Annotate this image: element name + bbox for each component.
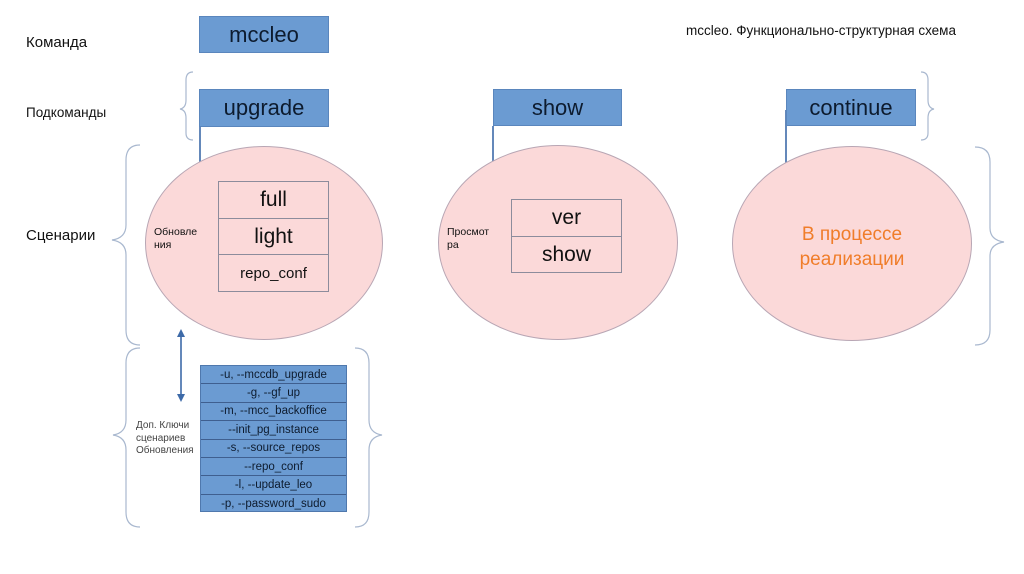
row-label-scenarios: Сценарии: [26, 227, 96, 244]
key-item[interactable]: --init_pg_instance: [201, 421, 346, 440]
group-label-line: Просмот: [447, 226, 490, 238]
key-item[interactable]: -g, --gf_up: [201, 384, 346, 403]
scenario-item-light[interactable]: light: [219, 219, 328, 255]
scenario-table-upgrade: full light repo_conf: [218, 181, 329, 292]
status-line: В процессе: [801, 224, 903, 245]
key-item[interactable]: -u, --mccdb_upgrade: [201, 366, 346, 385]
key-item[interactable]: -m, --mcc_backoffice: [201, 403, 346, 422]
scenario-item-full[interactable]: full: [219, 182, 328, 219]
scenario-group-label-show: Просмот ра: [447, 226, 489, 252]
extra-keys-label-line: сценариев: [136, 432, 186, 444]
group-label-line: ра: [447, 239, 459, 251]
scenario-ellipse-continue: [732, 146, 972, 341]
command-box-mccleo[interactable]: mccleo: [199, 16, 329, 53]
extra-keys-label-line: Обновления: [136, 445, 194, 456]
extra-keys-label-line: Доп. Ключи: [136, 420, 190, 431]
group-label-line: ния: [154, 239, 172, 251]
group-label-line: Обновле: [154, 226, 198, 238]
scenario-ellipse-show: [438, 145, 678, 340]
subcommand-box-continue[interactable]: continue: [786, 89, 916, 126]
subcommand-box-show[interactable]: show: [493, 89, 622, 126]
key-item[interactable]: -l, --update_leo: [201, 476, 346, 495]
bracket-subcommands-left: [179, 71, 194, 141]
key-item[interactable]: -s, --source_repos: [201, 440, 346, 458]
scenario-item-ver[interactable]: ver: [512, 200, 621, 237]
diagram-title: mccleo. Функционально-структурная схема: [686, 23, 956, 38]
subcommand-box-upgrade[interactable]: upgrade: [199, 89, 329, 127]
row-label-command: Команда: [26, 34, 88, 51]
row-label-subcommands: Подкоманды: [26, 105, 107, 120]
scenario-ellipse-upgrade: [145, 146, 383, 340]
extra-keys-table: -u, --mccdb_upgrade -g, --gf_up -m, --mc…: [200, 365, 347, 512]
scenario-item-repo-conf[interactable]: repo_conf: [240, 264, 307, 282]
bracket-scenarios-left: [111, 144, 141, 346]
bracket-keys-right: [354, 347, 383, 528]
scenario-group-label-upgrade: Обновле ния: [154, 226, 197, 252]
extra-keys-label: Доп. Ключи сценариев Обновления: [136, 420, 194, 458]
key-item[interactable]: -p, --password_sudo: [221, 497, 326, 510]
scenario-item-show[interactable]: show: [541, 243, 592, 266]
key-item[interactable]: --repo_conf: [201, 458, 346, 477]
scenario-table-show: ver show: [511, 199, 622, 273]
bracket-scenarios-right: [974, 146, 1005, 346]
bracket-keys-left: [112, 347, 141, 528]
bracket-subcommands-right: [920, 71, 935, 141]
continue-status-text: В процессе реализации: [752, 222, 952, 272]
status-line: реализации: [799, 249, 905, 270]
